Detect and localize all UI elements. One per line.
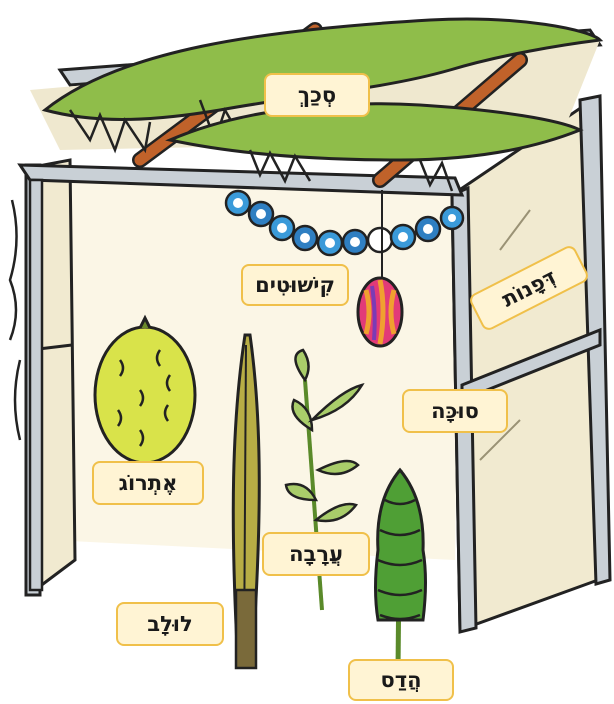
label-etrog: אֶתְרוֹג (92, 461, 204, 505)
right-wall (452, 96, 610, 632)
label-lulav: לוּלָב (116, 602, 224, 646)
label-sechach: סְכַךְ (264, 73, 370, 117)
label-hadas: הֲדַס (348, 659, 454, 701)
label-arava: עֲרָבָה (262, 532, 370, 576)
hadas-illustration (376, 470, 426, 670)
label-kishutim: קִישׁוּטִים (241, 264, 349, 306)
label-sukkah: סוּכָּה (402, 389, 508, 433)
